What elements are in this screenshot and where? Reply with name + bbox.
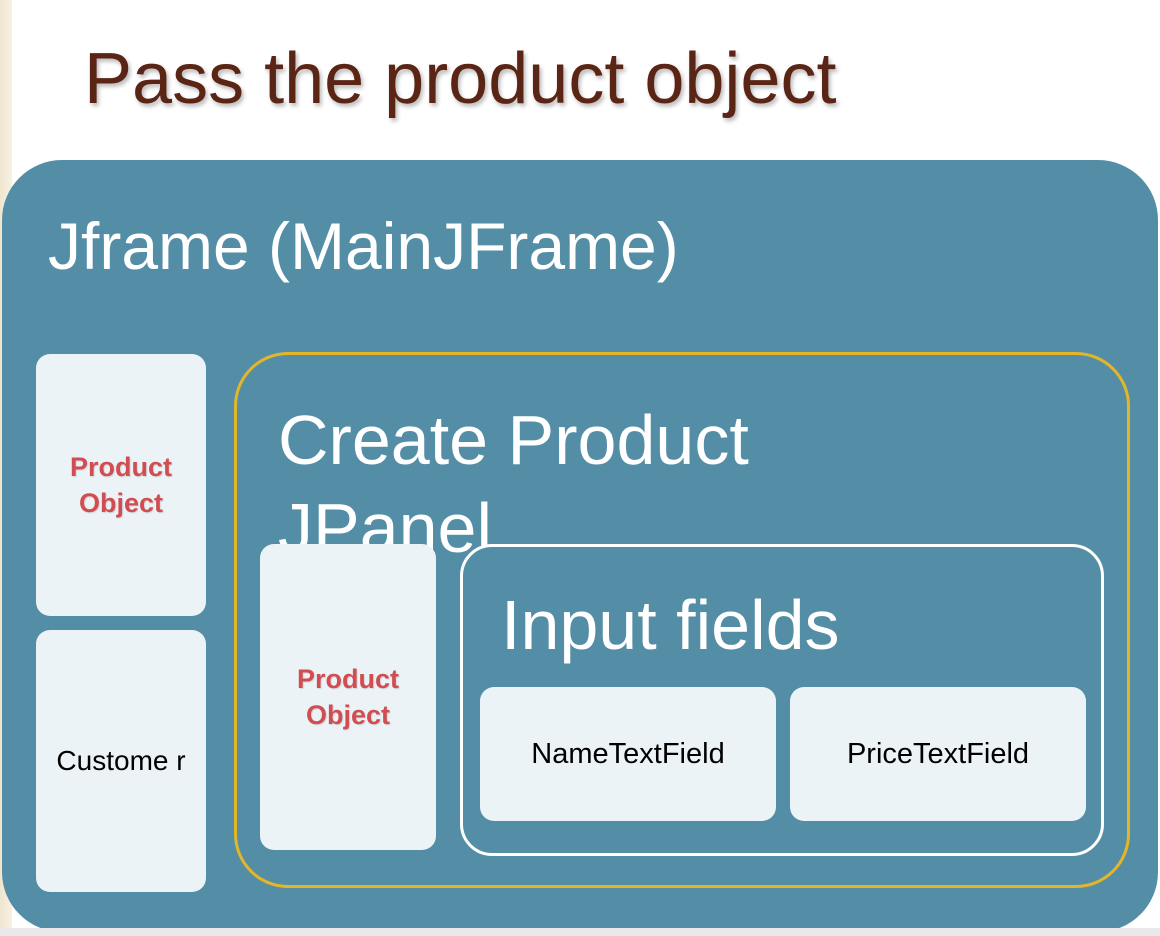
jframe-title: Jframe (MainJFrame) <box>48 209 679 283</box>
input-fields-title: Input fields <box>501 586 840 664</box>
input-fields-box: Input fields NameTextField PriceTextFiel… <box>460 544 1104 856</box>
customer-label: Custome r <box>56 744 186 776</box>
price-text-field-box: PriceTextField <box>790 687 1086 821</box>
price-text-field-label: PriceTextField <box>846 737 1030 770</box>
create-product-panel-box <box>234 352 1130 888</box>
create-product-panel-title: Create Product JPanel <box>278 401 749 567</box>
jframe-box: Jframe (MainJFrame) Product Object Custo… <box>2 160 1158 932</box>
slide-title: Pass the product object <box>84 39 837 119</box>
panel-product-object-label: Product Object <box>296 663 399 730</box>
slide-bottom-bar <box>0 928 1160 936</box>
panel-product-object-box: Product Object <box>260 544 436 850</box>
frame-product-object-label: Product Object <box>69 451 172 518</box>
frame-product-object-box: Product Object <box>36 354 206 616</box>
customer-box: Custome r <box>36 630 206 892</box>
name-text-field-box: NameTextField <box>480 687 776 821</box>
name-text-field-label: NameTextField <box>531 737 725 770</box>
